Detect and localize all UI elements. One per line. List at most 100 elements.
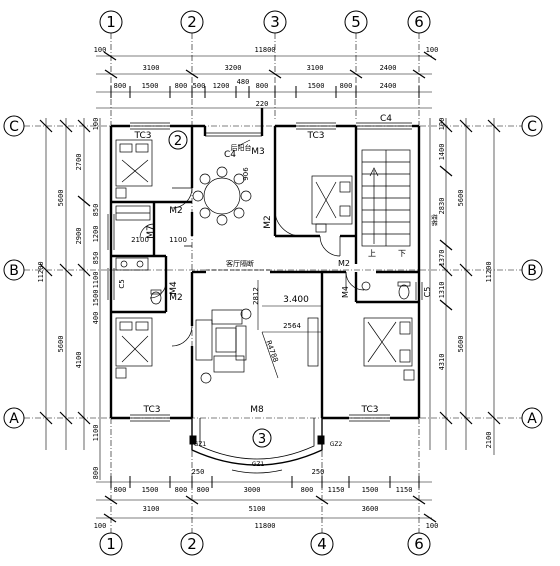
bottom-small-250a: 250 [192, 468, 205, 476]
top-r2-8: 800 [340, 82, 353, 90]
bottom-r2-3: 800 [197, 486, 210, 494]
label-c5-a: C5 [423, 287, 432, 298]
right-total: 11200 [485, 261, 493, 282]
label-gz2: GZ2 [330, 441, 343, 448]
label-dim-2564: 2564 [283, 322, 301, 330]
left-dimensions [39, 118, 101, 480]
label-tc3-top-mid: TC3 [307, 131, 325, 141]
label-gz1-a: GZ1 [194, 441, 207, 448]
bottom-r1-1: 5100 [249, 505, 266, 513]
stair-down-label: 下 [398, 249, 406, 258]
label-m2-c: M2 [169, 293, 183, 303]
left-mid-1: 2900 [75, 228, 83, 245]
stair-note: 楼梯 [430, 214, 438, 226]
axis-bubbles-top: 1 2 3 5 6 [99, 10, 431, 34]
left-small-1: 1200 [92, 226, 100, 243]
right-mid-4: 4310 [438, 354, 446, 371]
top-small-right: 100 [426, 46, 439, 54]
top-r2-7: 1500 [308, 82, 325, 90]
bed-top-mid [311, 175, 353, 225]
stair-up-label: 上 [368, 249, 376, 258]
walls [109, 108, 421, 420]
right-upper: 5600 [457, 190, 465, 207]
axis-bottom-6: 6 [414, 535, 424, 553]
axis-bubbles-bottom: 1 2 4 6 [99, 532, 431, 556]
left-mid-2: 4100 [75, 352, 83, 369]
top-r2-6: 800 [256, 82, 269, 90]
label-dim-2100: 2100 [131, 236, 149, 244]
label-c4-top: C4 [380, 114, 392, 124]
bed-bottom-left [115, 317, 153, 367]
bed-top-left [115, 139, 153, 187]
label-m2-b: M2 [263, 215, 273, 229]
right-small-100: 100 [438, 118, 446, 131]
label-tc3-top-left: TC3 [134, 131, 152, 141]
bottom-r2-8: 1150 [396, 486, 413, 494]
label-dim-2812: 2812 [252, 287, 260, 305]
top-dimension-text: 11800 100 100 3100 3200 3100 2400 800 15… [94, 46, 439, 108]
axis-top-3: 3 [270, 13, 280, 31]
fixtures [115, 205, 411, 305]
bottom-r2-5: 800 [301, 486, 314, 494]
doors [139, 187, 365, 347]
axis-bottom-2: 2 [187, 535, 197, 553]
left-small-6: 100 [92, 118, 100, 131]
top-dimensions [96, 51, 437, 109]
left-small-7: 1100 [92, 425, 100, 442]
label-m8: M8 [250, 405, 264, 415]
label-tc3-bottom-left: TC3 [143, 405, 161, 415]
top-r2-3: 500 [193, 82, 206, 90]
bottom-small-left: 100 [94, 522, 107, 530]
detail-circle-3 [252, 428, 272, 448]
sofa-set [195, 308, 319, 384]
top-small-left: 100 [94, 46, 107, 54]
detail-circle-2-label: 2 [174, 134, 182, 149]
leader-lines [237, 139, 322, 379]
axis-bubbles-left: C B A [3, 115, 25, 429]
right-mid-2: 1370 [438, 250, 446, 267]
left-small-8: 800 [92, 467, 100, 480]
bottom-dimensions [96, 476, 437, 523]
left-small-0: 850 [92, 204, 100, 217]
bottom-r2-7: 1500 [362, 486, 379, 494]
right-dimensions [429, 118, 501, 455]
right-mid-3: 1310 [438, 282, 446, 299]
label-dim-906: 906 [242, 167, 250, 181]
dining-set [192, 166, 252, 226]
label-dim-1100: 1100 [169, 236, 187, 244]
top-r1-2: 3100 [307, 64, 324, 72]
label-m4-a: M4 [169, 281, 179, 295]
top-r2-5: 480 [237, 78, 250, 86]
right-mid-0: 1400 [438, 144, 446, 161]
top-r2-9: 2400 [380, 82, 397, 90]
axis-bottom-4: 4 [317, 535, 327, 553]
bed-bottom-right [363, 317, 413, 367]
axis-right-c: C [527, 119, 537, 135]
left-upper: 5600 [57, 190, 65, 207]
label-m2-a: M2 [169, 206, 183, 216]
bottom-r1-2: 3600 [362, 505, 379, 513]
axis-left-a: A [9, 411, 19, 427]
right-lower: 5600 [457, 336, 465, 353]
left-small-4: 1500 [92, 290, 100, 307]
label-c5-b: C5 [118, 279, 126, 288]
windows [107, 122, 423, 422]
top-r2-1: 1500 [142, 82, 159, 90]
label-gz1-b: GZ1 [252, 461, 265, 468]
bay-window [189, 418, 325, 474]
top-r2-4: 1200 [213, 82, 230, 90]
right-mid-1: 2830 [438, 198, 446, 215]
label-living-note: 客厅隔断 [226, 259, 254, 268]
left-total: 11200 [37, 261, 45, 282]
top-r2-2: 800 [175, 82, 188, 90]
bottom-small-250b: 250 [312, 468, 325, 476]
axis-left-b: B [9, 263, 19, 279]
label-m4-b: M4 [341, 286, 350, 298]
bottom-small-right: 100 [426, 522, 439, 530]
axis-left-c: C [9, 119, 19, 135]
bottom-r2-4: 3000 [244, 486, 261, 494]
left-lower: 5600 [57, 336, 65, 353]
top-total: 11800 [254, 46, 275, 54]
axis-top-5: 5 [351, 13, 361, 31]
